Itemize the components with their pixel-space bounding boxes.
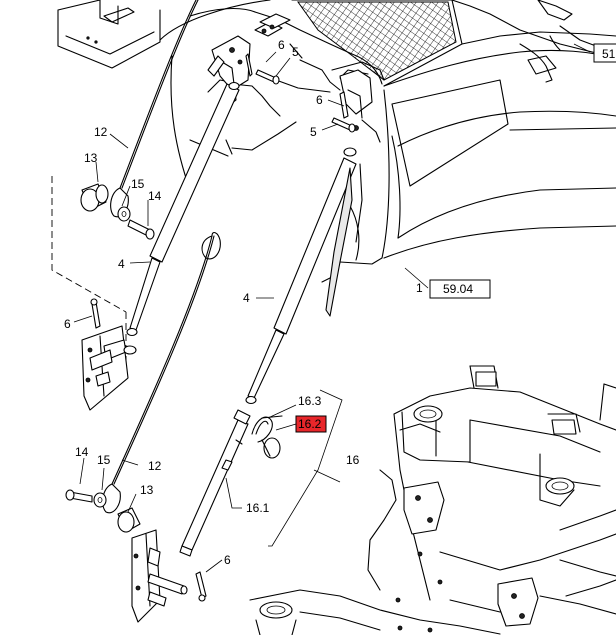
washer-bolt-upper (117, 206, 155, 240)
leader-lines (73, 43, 591, 573)
highlight-box-16-2 (295, 415, 327, 433)
gas-strut-right (245, 147, 357, 405)
callout-13-top: 13 (84, 151, 98, 165)
callout-16-1: 16.1 (246, 501, 270, 515)
clip-pin-bottom (195, 571, 207, 602)
callout-14-top: 14 (148, 189, 162, 203)
rubber-stop-lower (117, 507, 141, 533)
support-strut-16 (179, 409, 251, 557)
rubber-stop-upper (80, 183, 109, 212)
callout-6-mid: 6 (316, 93, 323, 107)
callout-13-bottom: 13 (140, 483, 154, 497)
callout-6-bottom: 6 (224, 553, 231, 567)
detail-inset-top-left (57, 0, 161, 69)
callout-14-bottom: 14 (75, 445, 89, 459)
callout-6-top: 6 (278, 38, 285, 52)
safety-cable (102, 0, 221, 514)
callout-5-mid: 5 (310, 125, 317, 139)
callout-15-top: 15 (131, 177, 145, 191)
gas-strut-left (126, 81, 240, 337)
lower-bracket-left (81, 325, 137, 411)
callout-15-bottom: 15 (97, 453, 111, 467)
chassis-frame (249, 365, 616, 635)
callout-16-2: 16.2 (298, 417, 322, 431)
reference-box-label: 59.04 (443, 282, 473, 296)
clip-pin-left (90, 298, 101, 329)
callout-4-right: 4 (243, 291, 250, 305)
callout-1: 1 (416, 281, 423, 295)
reference-box-51 (593, 43, 616, 63)
bolts-top (245, 53, 356, 133)
callout-6-left: 6 (64, 317, 71, 331)
callout-16: 16 (346, 453, 360, 467)
callout-5-top: 5 (292, 45, 299, 59)
lock-pin-16-2 (251, 415, 283, 459)
lower-bracket-bottom (131, 529, 188, 623)
washer-bolt-lower (65, 489, 107, 508)
reference-box (429, 279, 491, 299)
callout-4-left: 4 (118, 257, 125, 271)
callout-labels: 6 5 6 5 12 13 15 14 4 4 6 1 16.3 16 16.1… (64, 38, 423, 567)
callout-16-3: 16.3 (298, 394, 322, 408)
reference-box-51-label: 51 (602, 47, 616, 61)
callout-12-top: 12 (94, 125, 108, 139)
callout-12-bottom: 12 (148, 459, 162, 473)
bracket-16 (268, 389, 343, 547)
